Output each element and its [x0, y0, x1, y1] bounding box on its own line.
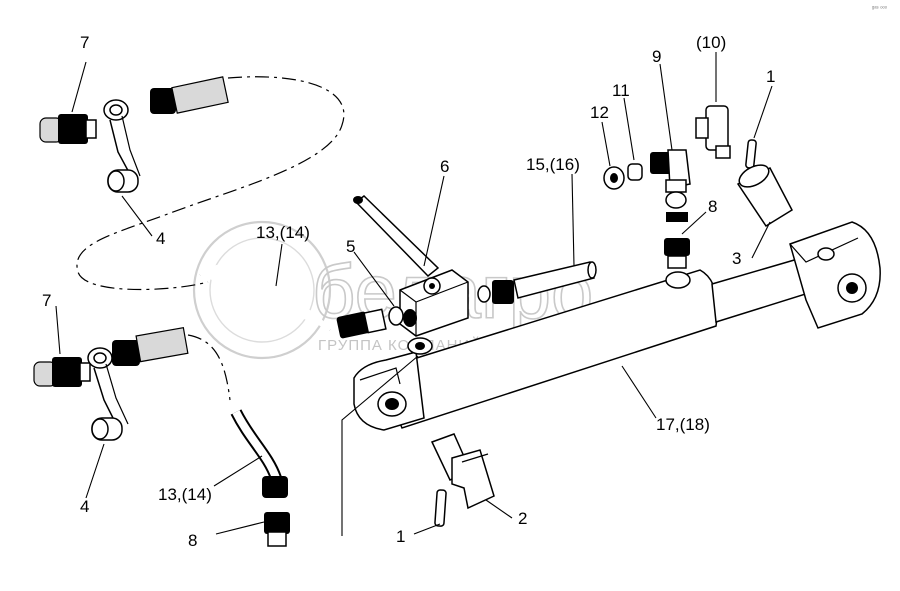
callout-7-upper: 7 — [80, 33, 89, 52]
tee-fitting-10 — [695, 105, 731, 159]
quick-coupler-upper — [39, 114, 97, 144]
hydraulic-cylinder — [353, 221, 881, 431]
watermark-ring — [192, 220, 332, 360]
pin-1-lower — [434, 489, 447, 527]
hose-fitting-upper — [336, 308, 387, 339]
dust-cap-lower — [87, 347, 129, 441]
callout-8-upper: 8 — [708, 197, 717, 216]
callout-13-lower: 13,(14) — [158, 485, 212, 504]
seal-washers-5 — [388, 306, 417, 327]
callout-4-upper: 4 — [156, 229, 165, 248]
hose-end-upper — [150, 76, 229, 114]
callout-9: 9 — [652, 47, 661, 66]
ring-11 — [627, 163, 643, 181]
watermark-inner-ring — [209, 237, 315, 343]
watermark-tagline: ГРУППА КОМПАНИЙ — [318, 336, 482, 354]
hose-routing-line — [76, 76, 345, 291]
callout-17: 17,(18) — [656, 415, 710, 434]
callout-labels: 7 4 13,(14) 5 6 15,(16) 12 11 9 (10) 1 8… — [42, 33, 775, 550]
callout-15: 15,(16) — [526, 155, 580, 174]
corner-mark: ᵍᵃˢ ᵒᵒᵒ — [872, 6, 888, 12]
callout-4-lower: 4 — [80, 497, 89, 516]
quick-coupler-lower — [33, 357, 91, 387]
callout-10: (10) — [696, 33, 726, 52]
callout-1-lower: 1 — [396, 527, 405, 546]
callout-3: 3 — [732, 249, 741, 268]
hose-end-lower — [112, 326, 189, 366]
callout-13-upper: 13,(14) — [256, 223, 310, 242]
callout-11: 11 — [612, 81, 630, 100]
hose-fitting-lower — [262, 476, 288, 498]
callout-5: 5 — [346, 237, 355, 256]
pin-1-upper — [745, 139, 757, 169]
valve-outlet-fitting — [477, 280, 514, 304]
dust-cap-upper — [103, 99, 141, 193]
callout-8-lower: 8 — [188, 531, 197, 550]
elbow-fitting-9 — [650, 149, 691, 193]
nut-12 — [603, 166, 625, 190]
adapter-fitting-lower — [264, 512, 290, 547]
hose-routing-line-lower — [187, 334, 231, 401]
valve-lever — [353, 195, 440, 278]
callout-7-lower: 7 — [42, 291, 51, 310]
adapter-fitting-upper — [664, 191, 690, 269]
callout-12: 12 — [590, 103, 609, 122]
leader-lines — [55, 52, 773, 536]
callout-6: 6 — [440, 157, 449, 176]
pin-3 — [736, 164, 793, 228]
bracket-2 — [430, 433, 495, 510]
callout-1-upper: 1 — [766, 67, 775, 86]
callout-2: 2 — [518, 509, 527, 528]
tube-15 — [513, 261, 597, 299]
